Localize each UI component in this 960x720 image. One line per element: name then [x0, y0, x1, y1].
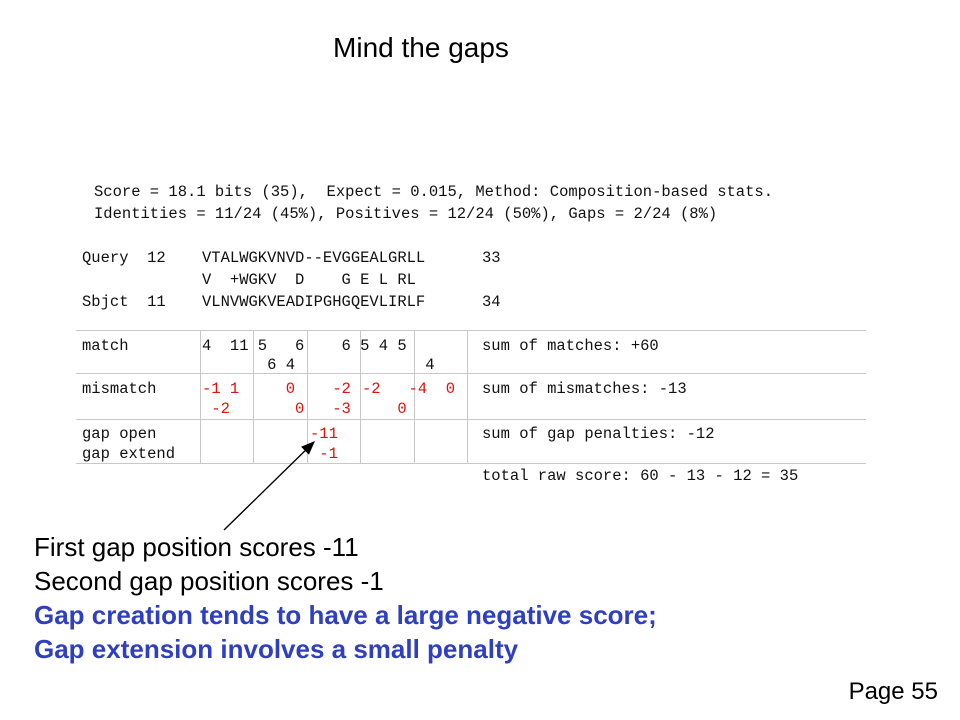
note-gap-creation: Gap creation tends to have a large negat… [34, 600, 657, 630]
grid-line [360, 330, 361, 463]
gap-extend-score: -1 [310, 445, 338, 463]
query-end: 33 [482, 249, 501, 267]
grid-line [467, 330, 468, 463]
subject-end: 34 [482, 293, 501, 311]
subject-sequence: VLNVWGKVEADIPGHGQEVLIRLF [202, 293, 426, 311]
gap-extend-label: gap extend [82, 445, 176, 463]
grid-line [414, 330, 415, 463]
grid-line [76, 330, 866, 331]
grid-line [76, 419, 866, 420]
query-sequence: VTALWGKVNVD--EVGGEALGRLL [202, 249, 426, 267]
grid-line [76, 373, 866, 374]
note-second-gap: Second gap position scores -1 [34, 566, 384, 596]
mismatch-label: mismatch [82, 380, 157, 398]
grid-line [76, 463, 866, 464]
gap-penalty-sum: sum of gap penalties: -12 [482, 425, 715, 443]
query-label: Query 12 [82, 249, 166, 267]
note-gap-extension: Gap extension involves a small penalty [34, 634, 519, 664]
match-line: V +WGKV D G E L RL [202, 271, 416, 289]
grid-line [307, 330, 308, 463]
match-sum: sum of matches: +60 [482, 337, 659, 355]
identities-line: Identities = 11/24 (45%), Positives = 12… [94, 205, 718, 223]
grid-line [253, 330, 254, 463]
slide-title: Mind the gaps [333, 32, 509, 63]
mismatch-scores-2: -2 0 -3 0 [202, 400, 407, 418]
grid-line [200, 330, 201, 463]
note-first-gap: First gap position scores -11 [34, 532, 359, 562]
gap-open-score: -11 [310, 425, 338, 443]
page-number: Page 55 [848, 678, 938, 705]
mismatch-scores-1a: -1 1 0 -2 [202, 380, 351, 398]
notes-block: First gap position scores -11 Second gap… [34, 530, 657, 666]
score-line: Score = 18.1 bits (35), Expect = 0.015, … [94, 183, 774, 201]
mismatch-scores-1b: -2 -4 0 [362, 380, 456, 398]
gap-open-label: gap open [82, 425, 157, 443]
mismatch-sum: sum of mismatches: -13 [482, 380, 687, 398]
match-scores-1: 4 11 5 6 6 5 4 5 [202, 337, 407, 355]
match-label: match [82, 337, 129, 355]
total-raw-score: total raw score: 60 - 13 - 12 = 35 [482, 467, 799, 485]
match-scores-2: 6 4 4 [202, 356, 435, 374]
subject-label: Sbjct 11 [82, 293, 166, 311]
